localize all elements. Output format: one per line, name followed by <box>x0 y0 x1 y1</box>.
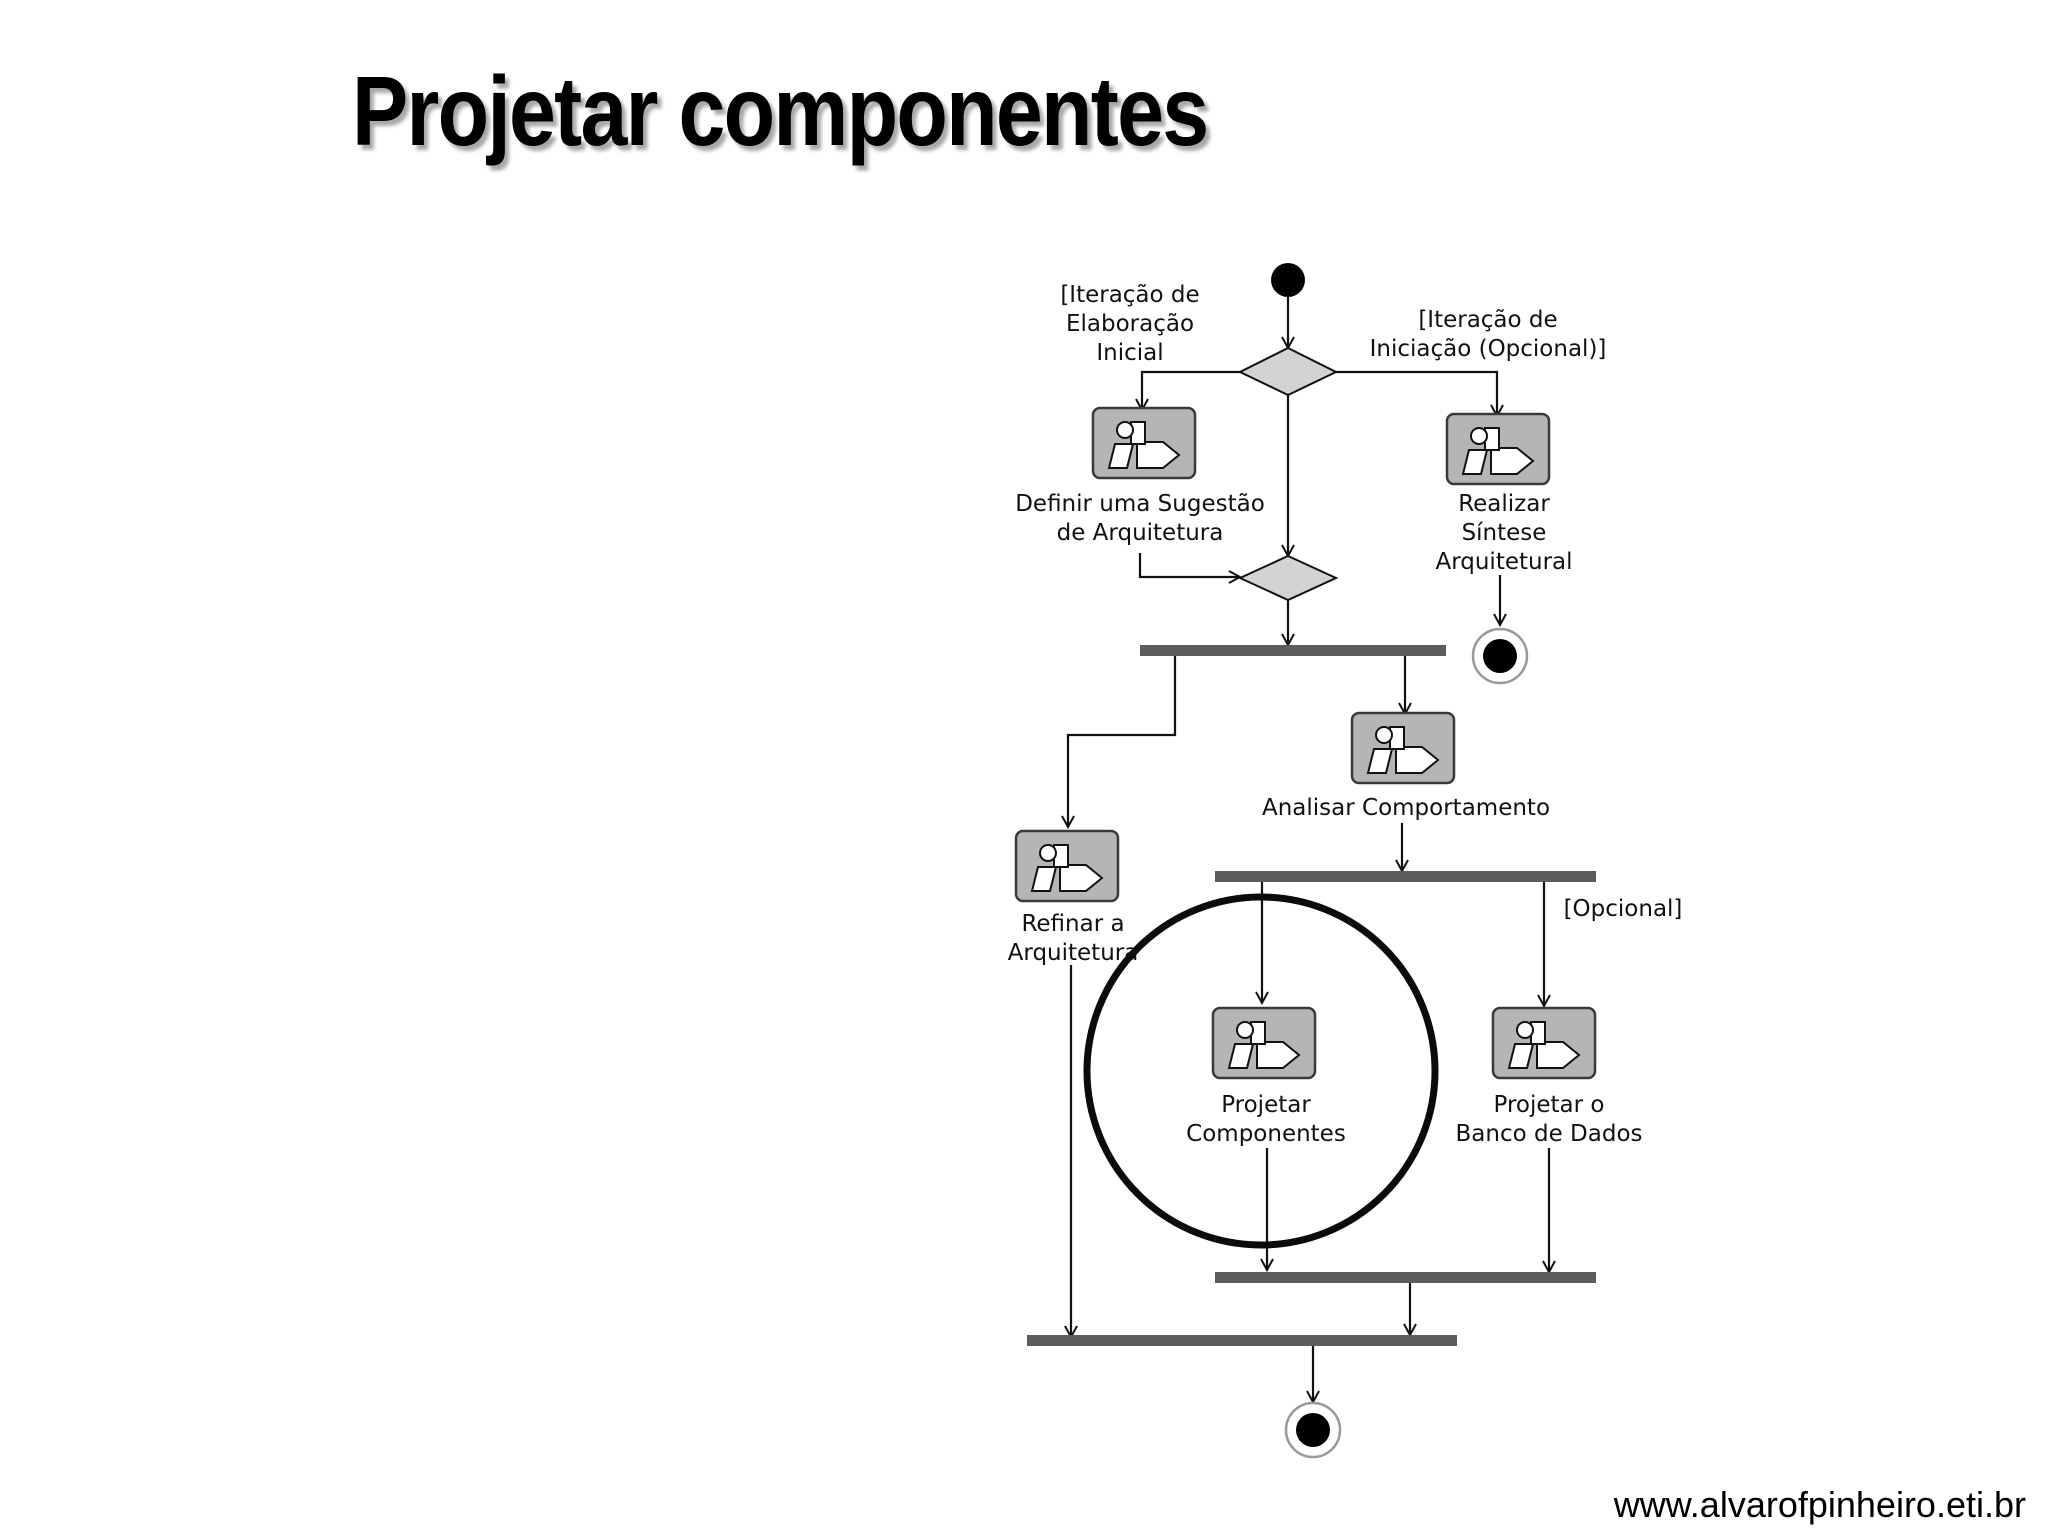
guard-line: Elaboração <box>1066 311 1194 337</box>
activity-refinar-label: Refinar a Arquitetura <box>1008 911 1139 966</box>
flow-lines <box>1068 292 1549 1402</box>
fork-bar-1 <box>1140 645 1446 656</box>
activity-label-line: Componentes <box>1186 1121 1346 1147</box>
activity-projetar-componentes-icon <box>1211 1006 1317 1080</box>
activity-projetar-banco-label: Projetar o Banco de Dados <box>1456 1092 1643 1147</box>
join-bar-1 <box>1215 1272 1596 1283</box>
activity-label-line: de Arquitetura <box>1057 520 1224 546</box>
activity-label-line: Arquitetura <box>1008 940 1139 966</box>
final-node-end <box>1284 1401 1342 1459</box>
guard-line: Iniciação (Opcional)] <box>1370 336 1607 362</box>
activity-refinar-icon <box>1014 829 1120 903</box>
activity-label-line: Projetar <box>1221 1092 1311 1118</box>
guard-iniciacao-label: [Iteração de Iniciação (Opcional)] <box>1370 307 1607 362</box>
flow-definir-to-merge <box>1138 553 1240 577</box>
slide-title: Projetar componentes <box>352 56 1209 166</box>
guard-line: [Iteração de <box>1418 307 1557 333</box>
activity-definir-icon <box>1091 406 1197 480</box>
footer-url: www.alvarofpinheiro.eti.br <box>1613 1484 2026 1525</box>
activity-realizar-label: Realizar Síntese Arquitetural <box>1435 491 1572 575</box>
activity-label-line: Definir uma Sugestão <box>1015 491 1265 517</box>
guard-opcional-label: [Opcional] <box>1564 896 1683 922</box>
activity-label-line: Síntese <box>1462 520 1547 546</box>
activity-projetar-componentes-label: Projetar Componentes <box>1186 1092 1346 1147</box>
merge-node <box>1237 554 1339 602</box>
guard-line: [Iteração de <box>1060 282 1199 308</box>
activity-label-line: Realizar <box>1458 491 1550 517</box>
activity-analisar-label: Analisar Comportamento <box>1262 795 1550 821</box>
activity-definir-label: Definir uma Sugestão de Arquitetura <box>1015 491 1265 546</box>
highlight-circle <box>1083 893 1439 1249</box>
fork-bar-2 <box>1215 871 1596 882</box>
decision-node <box>1237 346 1339 397</box>
initial-node <box>1271 263 1305 297</box>
flow-fork-to-refinar <box>1068 654 1177 827</box>
flow-to-realizar <box>1336 370 1497 416</box>
join-bar-2 <box>1027 1335 1457 1346</box>
activity-realizar-icon <box>1445 412 1551 486</box>
activity-analisar-icon <box>1350 711 1456 785</box>
flow-to-definir <box>1142 370 1241 410</box>
activity-label-line: Analisar Comportamento <box>1262 795 1550 821</box>
activity-label-line: Projetar o <box>1494 1092 1605 1118</box>
guard-line: Inicial <box>1096 340 1163 366</box>
final-node-realizar <box>1471 627 1529 685</box>
guard-elaboracao-label: [Iteração de Elaboração Inicial <box>1060 282 1199 366</box>
activity-projetar-banco-icon <box>1491 1006 1597 1080</box>
activity-label-line: Arquitetural <box>1435 549 1572 575</box>
activity-label-line: Banco de Dados <box>1456 1121 1643 1147</box>
guard-line: [Opcional] <box>1564 896 1683 922</box>
activity-label-line: Refinar a <box>1021 911 1124 937</box>
